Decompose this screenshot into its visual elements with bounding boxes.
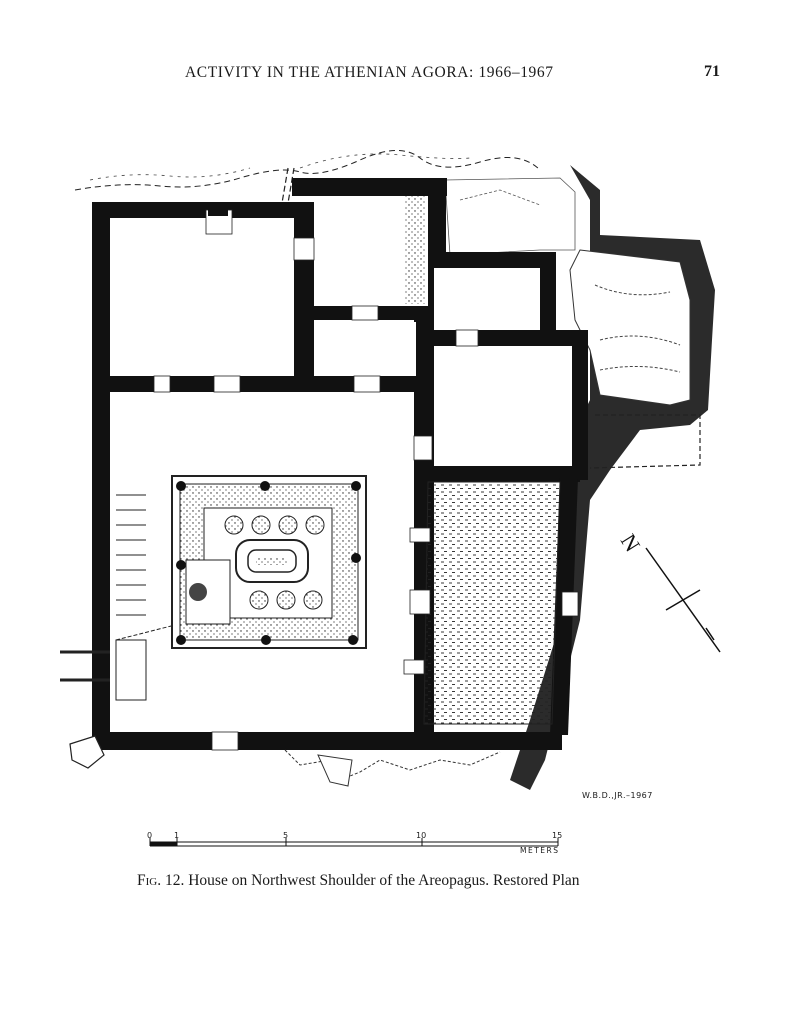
scale-unit-label: METERS bbox=[520, 846, 560, 855]
rock-fragment-south bbox=[69, 735, 105, 769]
running-title: ACTIVITY IN THE ATHENIAN AGORA: 1966–196… bbox=[185, 64, 554, 81]
room-northeast-small bbox=[446, 268, 540, 330]
room-small bbox=[320, 322, 416, 376]
room-northwest bbox=[110, 218, 294, 376]
rock-outcrop bbox=[569, 249, 691, 406]
stairs bbox=[115, 494, 147, 701]
outline-dashed-right bbox=[589, 414, 701, 469]
scale-tick-label: 15 bbox=[552, 831, 563, 840]
stippled-strip bbox=[404, 196, 426, 304]
scale-tick-label: 0 bbox=[147, 831, 153, 840]
rock-ledge-top bbox=[444, 177, 576, 256]
north-label: N bbox=[616, 529, 646, 556]
scale-tick-label: 5 bbox=[283, 831, 289, 840]
draftsman-signature: W.B.D.,JR.–1967 bbox=[582, 791, 653, 800]
peristyle-court bbox=[171, 475, 367, 649]
caption-text: House on Northwest Shoulder of the Areop… bbox=[188, 872, 580, 889]
terrain-edge-top bbox=[74, 149, 541, 191]
figure-caption: Fig. 12. House on Northwest Shoulder of … bbox=[137, 872, 580, 890]
room-east bbox=[434, 346, 572, 466]
north-arrow bbox=[645, 547, 721, 653]
scale-bar bbox=[149, 838, 559, 847]
scale-tick-label: 1 bbox=[174, 831, 180, 840]
stippled-room bbox=[423, 481, 561, 725]
scale-tick-label: 10 bbox=[416, 831, 427, 840]
page-number: 71 bbox=[704, 63, 720, 80]
caption-figure-number: Fig. 12. bbox=[137, 872, 185, 889]
